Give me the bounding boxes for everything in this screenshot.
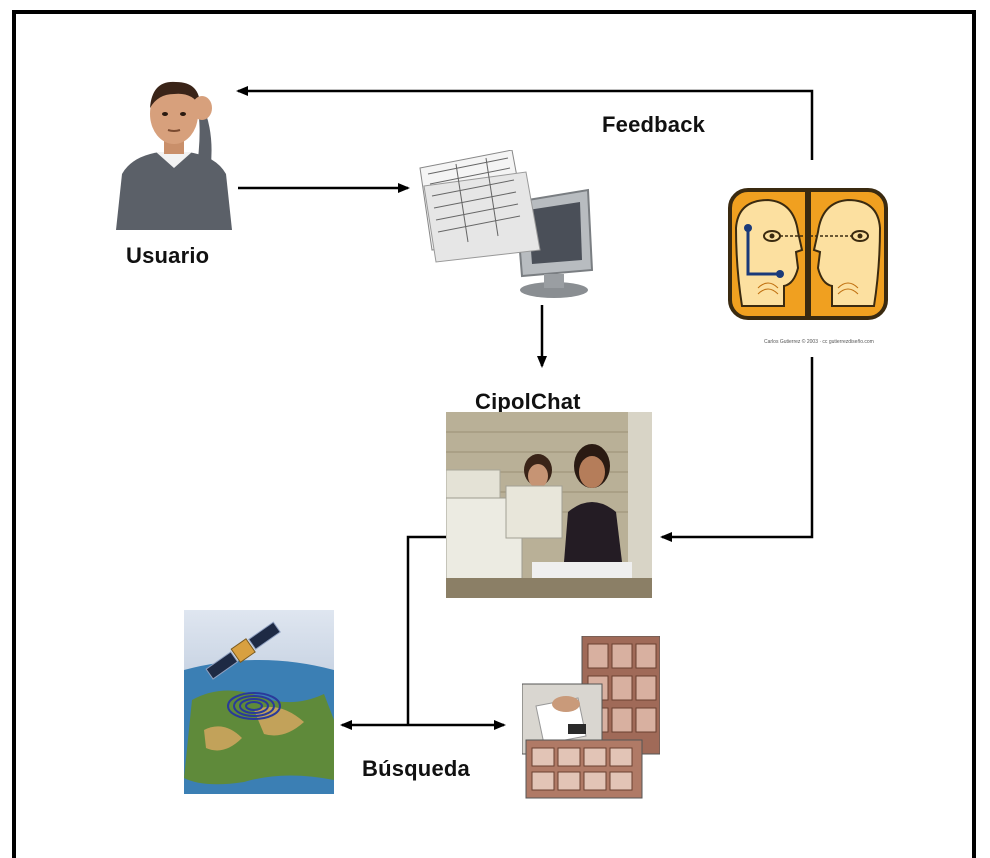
- copyright-caption: Carlos Gutierrez © 2003 · cc gutierrezdi…: [764, 339, 874, 345]
- heads-to-office-arrow: [660, 357, 814, 542]
- cipolchat-label: CipolChat: [475, 389, 581, 414]
- face-to-face-heads-icon: [728, 188, 888, 320]
- office-to-search-line: [406, 535, 446, 725]
- feedback-arrow: [236, 86, 814, 160]
- feedback-label: Feedback: [602, 112, 706, 137]
- archive-files-icon: [522, 636, 660, 800]
- satellite-earth-icon: [184, 610, 334, 794]
- computer-form-icon: [416, 150, 602, 302]
- office-workers-icon: [446, 412, 652, 598]
- busqueda-label: Búsqueda: [362, 756, 470, 781]
- thinking-man-icon: [112, 74, 236, 230]
- usuario-label: Usuario: [126, 243, 210, 268]
